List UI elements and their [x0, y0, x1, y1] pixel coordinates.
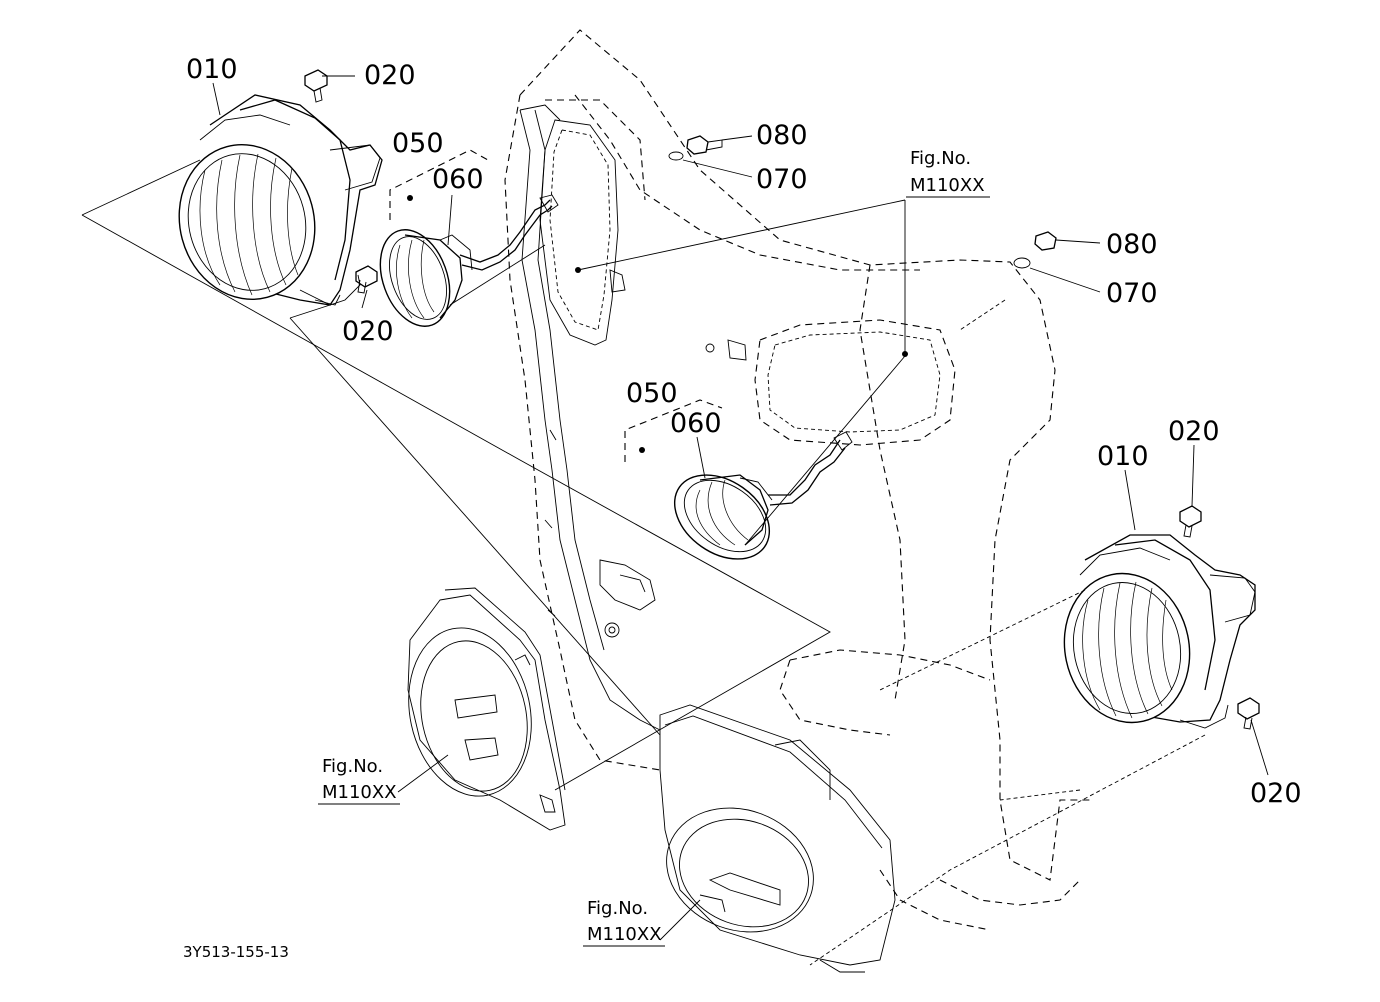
pillar-frame	[519, 104, 747, 731]
figure-ref-bottom-center-line2: M110XX	[587, 924, 662, 945]
label-010-lower-right: 010	[1097, 441, 1149, 472]
label-050-center: 050	[626, 378, 678, 409]
bolt-upper-left-bottom	[355, 265, 378, 294]
headlight-upper-left-lens-lines	[199, 153, 299, 296]
headlight-lower-right	[1063, 534, 1256, 729]
bolt-upper-left-top	[304, 69, 328, 103]
part-labels: 010 020 020 050 060 080 070 080 070 050 …	[186, 54, 1302, 809]
figure-ref-bottom-left-line1: Fig.No.	[322, 756, 383, 777]
figure-ref-bottom-center-line1: Fig.No.	[587, 898, 648, 919]
leader-lines	[212, 75, 1269, 941]
figure-ref-bottom-left: Fig.No. M110XX	[318, 756, 400, 805]
reference-dots	[575, 267, 908, 357]
label-060-left: 060	[432, 164, 484, 195]
label-060-center: 060	[670, 408, 722, 439]
label-080-top: 080	[756, 120, 808, 151]
figure-ref-bottom-center: Fig.No. M110XX	[583, 898, 665, 947]
label-080-mid: 080	[1106, 229, 1158, 260]
label-070-mid: 070	[1106, 278, 1158, 309]
figure-ref-top-right-line1: Fig.No.	[910, 148, 971, 169]
washer-070-top	[668, 151, 684, 161]
group-bracket-050-left	[389, 149, 489, 220]
label-020-upper-left-bottom: 020	[342, 316, 394, 347]
group-bracket-050-center	[624, 399, 723, 462]
label-010-upper-left: 010	[186, 54, 238, 85]
work-lamp-upper-left	[379, 194, 559, 327]
screw-080-top	[686, 135, 723, 155]
label-020-lower-right-bottom: 020	[1250, 778, 1302, 809]
washer-070-mid	[1013, 257, 1031, 269]
figure-ref-top-right-line2: M110XX	[910, 175, 985, 196]
label-050-left: 050	[392, 128, 444, 159]
label-020-upper-left-top: 020	[364, 60, 416, 91]
lower-left-lamp-bracket	[407, 587, 566, 831]
bolt-lower-right-top	[1179, 505, 1202, 538]
label-070-top: 070	[756, 164, 808, 195]
lower-center-lamp-bracket	[659, 704, 896, 973]
figure-ref-top-right: Fig.No. M110XX	[906, 148, 990, 198]
bolt-lower-right-bottom	[1237, 697, 1260, 730]
figure-ref-bottom-left-line2: M110XX	[322, 782, 397, 803]
work-lamp-center	[673, 431, 853, 560]
drawing-code: 3Y513-155-13	[183, 943, 289, 961]
headlight-upper-left	[178, 94, 383, 306]
cabin-panel-outline	[504, 29, 1090, 931]
screw-080-mid	[1034, 231, 1057, 251]
label-020-lower-right-top: 020	[1168, 416, 1220, 447]
headlight-lower-right-lens-lines	[1082, 581, 1173, 719]
assembly-lines	[81, 159, 1206, 966]
